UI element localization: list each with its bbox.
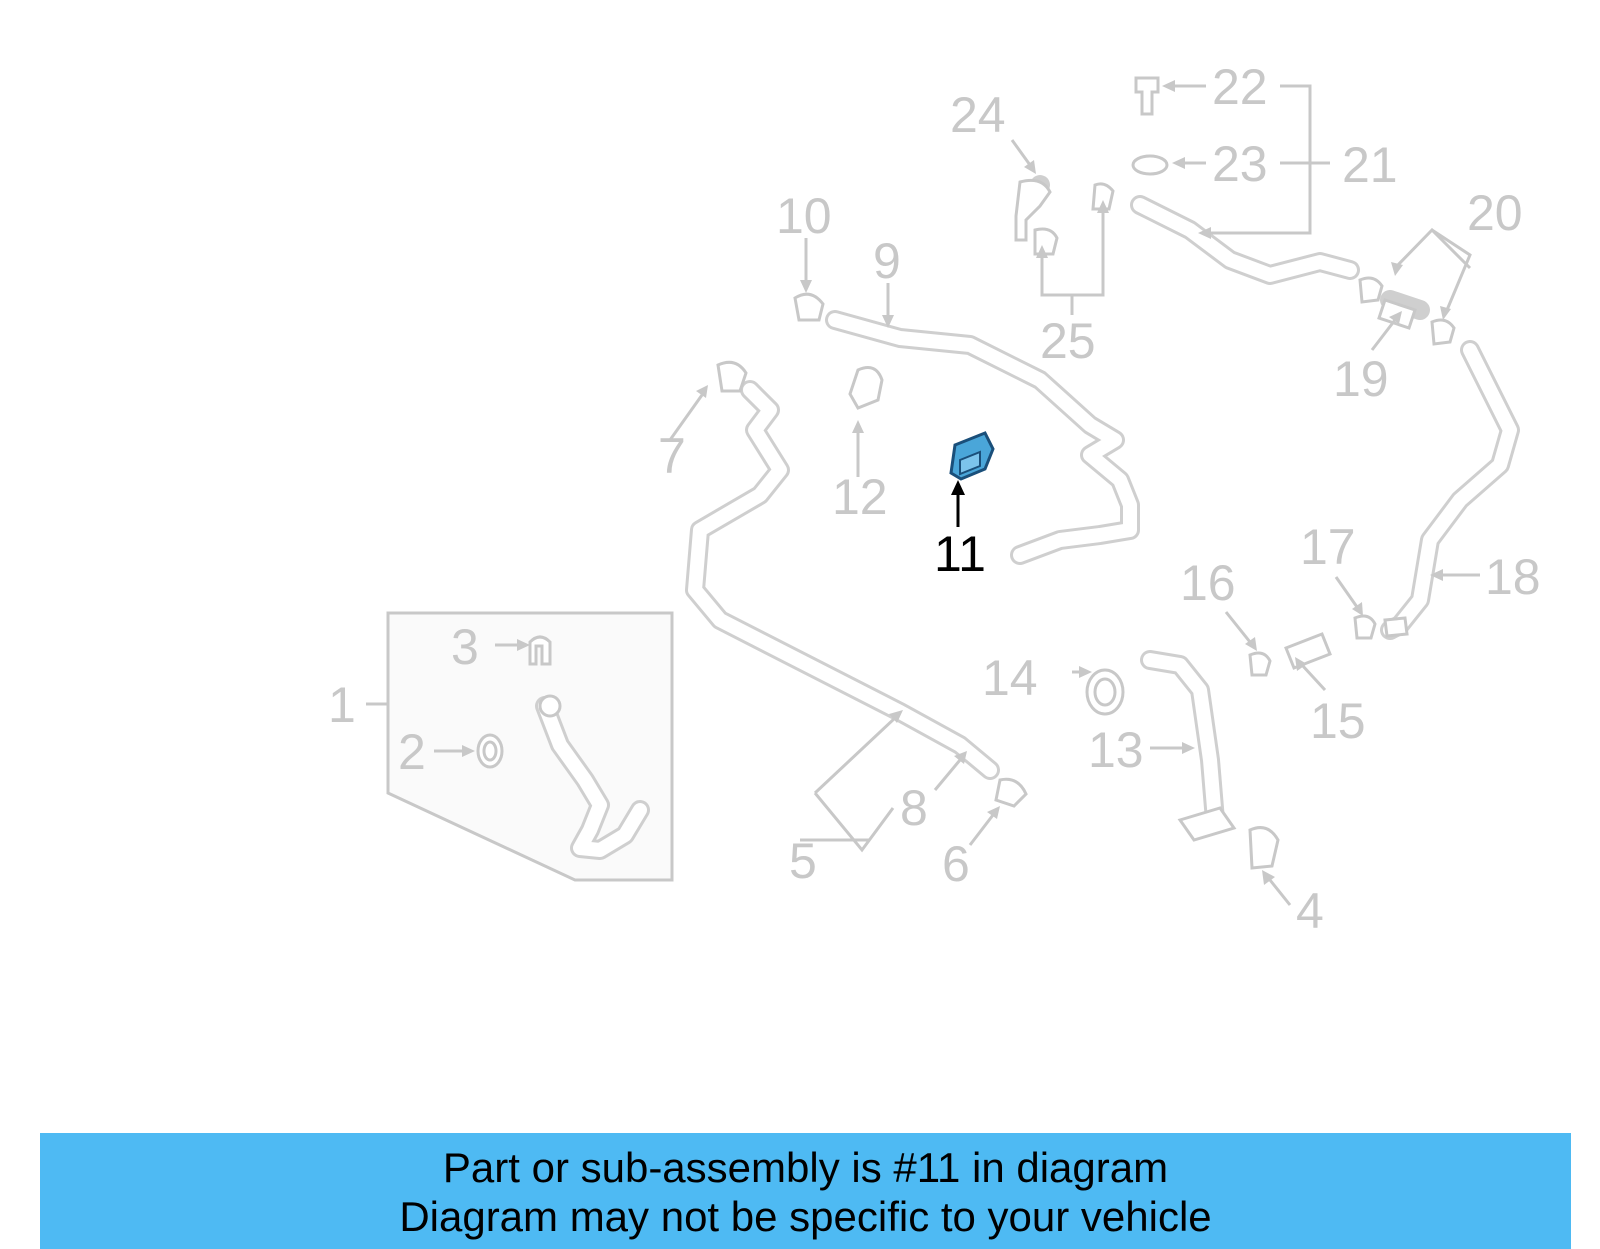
- label-6: 6: [942, 836, 970, 892]
- label-8: 8: [900, 780, 928, 836]
- label-12: 12: [832, 469, 888, 525]
- label-24: 24: [950, 87, 1006, 143]
- label-21: 21: [1342, 137, 1398, 193]
- label-9: 9: [873, 233, 901, 289]
- label-17: 17: [1300, 519, 1356, 575]
- part-22-bolt: [1134, 76, 1160, 116]
- leader-lines: [366, 80, 1480, 906]
- hose-assembly-left: [685, 360, 1028, 808]
- label-23: 23: [1212, 136, 1268, 192]
- label-11: 11: [934, 526, 986, 582]
- label-4: 4: [1296, 883, 1324, 939]
- label-19: 19: [1333, 351, 1389, 407]
- label-13: 13: [1088, 722, 1144, 778]
- callout-labels: 1 2 3 4 5 6 7 8 9 10 11 12 13 14 15 16 1…: [328, 59, 1541, 939]
- label-16: 16: [1180, 555, 1236, 611]
- label-20: 20: [1467, 185, 1523, 241]
- label-15: 15: [1310, 693, 1366, 749]
- part-11-highlighted: [949, 431, 995, 481]
- label-14: 14: [982, 650, 1038, 706]
- label-22: 22: [1212, 59, 1268, 115]
- hose-assembly-lower-right: [1085, 614, 1409, 870]
- label-10: 10: [776, 188, 832, 244]
- hose-assembly-right: [1014, 175, 1520, 640]
- label-5: 5: [789, 833, 817, 889]
- label-18: 18: [1485, 549, 1541, 605]
- label-1: 1: [328, 677, 356, 733]
- label-3: 3: [451, 619, 479, 675]
- banner-line-2: Diagram may not be specific to your vehi…: [399, 1193, 1212, 1240]
- parts-diagram: 1 2 3 4 5 6 7 8 9 10 11 12 13 14 15 16 1…: [328, 59, 1541, 939]
- banner-line-1: Part or sub-assembly is #11 in diagram: [442, 1144, 1169, 1191]
- info-banner: Part or sub-assembly is #11 in diagram D…: [40, 1133, 1571, 1249]
- part-23-o-ring: [1131, 154, 1169, 176]
- part-1-assembly-box: [386, 611, 674, 882]
- label-25: 25: [1040, 313, 1096, 369]
- hose-9: [793, 292, 1140, 565]
- label-2: 2: [398, 724, 426, 780]
- part-12-clip: [848, 366, 884, 410]
- label-7: 7: [658, 428, 686, 484]
